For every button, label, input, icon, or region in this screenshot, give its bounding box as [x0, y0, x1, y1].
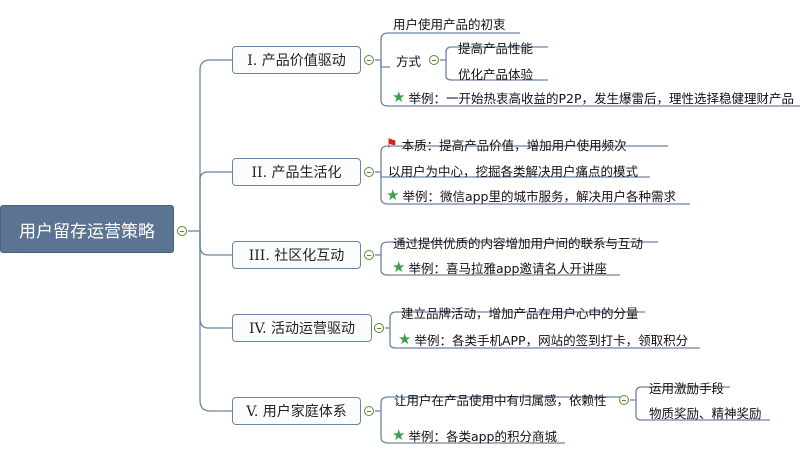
branch-user-family[interactable]: V. 用户家庭体系	[232, 397, 361, 425]
branch-label: I. 产品价值驱动	[247, 53, 346, 69]
star-icon: ★	[392, 87, 406, 106]
branch-product-value[interactable]: I. 产品价值驱动	[232, 46, 361, 74]
collapse-icon[interactable]	[177, 226, 187, 236]
topic-example[interactable]: ★ 举例：各类手机APP，网站的签到打卡，领取积分	[398, 329, 689, 348]
topic-example[interactable]: ★ 举例：各类app的积分商城	[392, 425, 557, 444]
collapse-icon[interactable]	[429, 55, 439, 65]
star-icon: ★	[386, 185, 400, 204]
topic-content[interactable]: 通过提供优质的内容增加用户间的联系与互动	[393, 235, 644, 251]
branch-activity-ops[interactable]: IV. 活动运营驱动	[232, 314, 372, 342]
topic-incentive-means[interactable]: 运用激励手段	[649, 380, 725, 396]
root-topic[interactable]: 用户留存运营策略	[0, 205, 174, 253]
topic-origin[interactable]: 用户使用产品的初衷	[393, 16, 506, 32]
collapse-icon[interactable]	[364, 55, 374, 65]
topic-improve-performance[interactable]: 提高产品性能	[458, 40, 534, 56]
flag-icon: ⚑	[386, 136, 398, 152]
topic-method[interactable]: 方式	[396, 53, 422, 69]
topic-example[interactable]: ★ 举例：微信app里的城市服务，解决用户各种需求	[386, 185, 676, 204]
collapse-icon[interactable]	[364, 406, 374, 416]
collapse-icon[interactable]	[364, 167, 374, 177]
root-topic-label: 用户留存运营策略	[19, 221, 155, 242]
collapse-icon[interactable]	[364, 250, 374, 260]
branch-community[interactable]: III. 社区化互动	[232, 241, 361, 269]
branch-label: III. 社区化互动	[248, 248, 345, 264]
topic-brand-activity[interactable]: 建立品牌活动，增加产品在用户心中的分量	[401, 305, 639, 321]
topic-example[interactable]: ★ 举例：喜马拉雅app邀请名人开讲座	[392, 257, 607, 276]
branch-label: IV. 活动运营驱动	[248, 321, 356, 337]
star-icon: ★	[398, 329, 412, 348]
branch-label: II. 产品生活化	[251, 165, 342, 181]
star-icon: ★	[392, 257, 406, 276]
topic-example[interactable]: ★ 举例：一开始热衷高收益的P2P，发生爆雷后，理性选择稳健理财产品	[392, 87, 794, 106]
topic-material-spiritual-rewards[interactable]: 物质奖励、精神奖励	[649, 405, 762, 421]
collapse-icon[interactable]	[619, 395, 629, 405]
star-icon: ★	[392, 425, 406, 444]
branch-label: V. 用户家庭体系	[246, 404, 347, 420]
topic-user-centric[interactable]: 以用户为中心，挖掘各类解决用户痛点的模式	[388, 163, 639, 179]
topic-belonging[interactable]: 让用户在产品使用中有归属感，依赖性	[394, 392, 607, 408]
collapse-icon[interactable]	[374, 323, 384, 333]
topic-optimize-experience[interactable]: 优化产品体验	[458, 66, 534, 82]
topic-essence[interactable]: ⚑ 本质：提高产品价值，增加用户使用频次	[386, 136, 627, 153]
branch-productization-life[interactable]: II. 产品生活化	[232, 158, 361, 186]
